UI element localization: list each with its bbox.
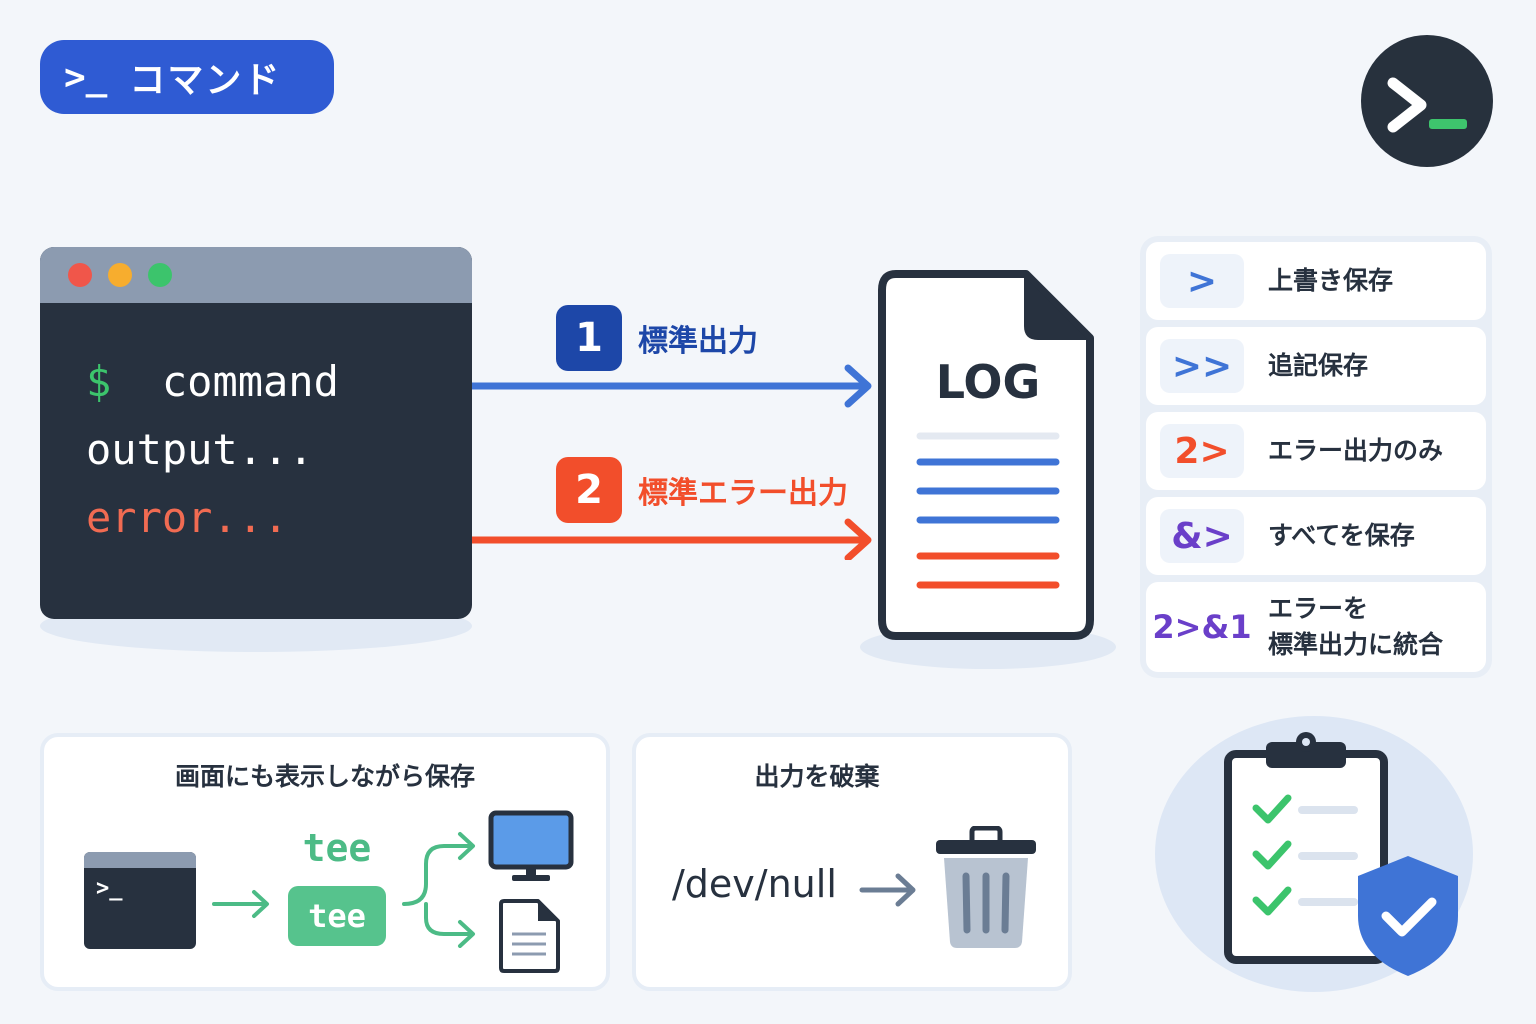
tee-card-title: 画面にも表示しながら保存 [174,762,475,791]
document-icon [499,899,560,973]
stderr-number: 2 [556,457,622,523]
trash-icon [936,826,1036,948]
operator-overwrite: > 上書き保存 [1146,242,1486,320]
stdout-number: 1 [556,305,622,371]
command-badge: >_ コマンド [40,40,334,114]
error-text: error... [86,493,289,542]
devnull-card-title: 出力を破棄 [754,762,880,791]
stderr-arrow [472,518,872,560]
terminal-window: $ command output... error... [40,247,472,619]
mini-terminal-prompt: >_ [96,876,123,901]
dollar-sign: $ [86,357,112,406]
log-document-icon [878,270,1094,640]
prompt-glyph: >_ [64,56,108,98]
operator-symbol: >> [1160,339,1244,393]
operator-description: 追記保存 [1268,351,1369,380]
operator-symbol: 2> [1160,424,1244,478]
mini-terminal-icon: >_ [84,852,196,949]
operator-stderr: 2> エラー出力のみ [1146,412,1486,490]
tee-box: tee [288,886,386,946]
operator-symbol: > [1160,254,1244,308]
operator-all: &> すべてを保存 [1146,497,1486,575]
monitor-icon [488,810,574,881]
stream-arrows [472,364,872,560]
window-titlebar [40,247,472,303]
clipboard-checklist-icon [1224,732,1458,976]
close-dot [68,263,92,287]
devnull-path: /dev/null [672,862,837,906]
log-title: LOG [935,355,1041,409]
operator-description: エラーを 標準出力に統合 [1268,591,1443,663]
operator-description-line1: エラーを [1268,594,1369,623]
operator-symbol: 2>&1 [1152,608,1252,646]
stdout-text: 標準出力 [638,324,758,359]
output-text: output... [86,425,314,474]
devnull-arrow-icon [859,873,916,907]
tee-input-arrow-icon [212,890,269,918]
shield-check-icon [1358,856,1458,976]
stderr-text: 標準エラー出力 [638,476,848,511]
command-text: command [161,357,339,406]
operator-description: エラー出力のみ [1268,436,1444,465]
minimize-dot [108,263,132,287]
command-line: $ command [86,357,339,406]
operator-merge: 2>&1 エラーを 標準出力に統合 [1146,582,1486,672]
terminal-icon [1361,35,1493,167]
stdout-label: 1 標準出力 [556,305,758,371]
tee-label-top: tee [302,826,372,870]
operator-append: >> 追記保存 [1146,327,1486,405]
operator-description-line2: 標準出力に統合 [1268,630,1444,659]
tee-split-arrow-icon [402,832,475,948]
operator-symbol: &> [1160,509,1244,563]
stderr-label: 2 標準エラー出力 [556,457,848,523]
operator-description: 上書き保存 [1268,266,1394,295]
stdout-arrow [472,364,872,408]
operator-description: すべてを保存 [1268,521,1415,550]
badge-title: コマンド [129,60,282,101]
maximize-dot [148,263,172,287]
mini-terminal-titlebar [84,852,196,868]
